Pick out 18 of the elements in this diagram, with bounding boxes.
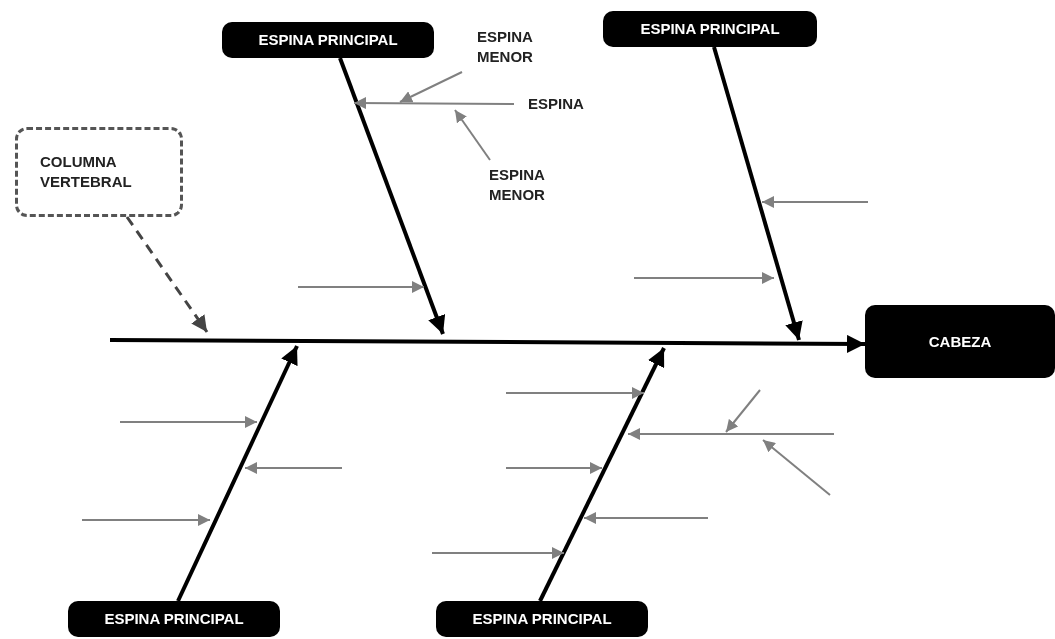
head-box: CABEZA xyxy=(865,305,1055,378)
arrow xyxy=(712,46,803,341)
main-bone-label: ESPINA PRINCIPAL xyxy=(222,22,434,58)
bone-label: ESPINA xyxy=(514,93,598,115)
arrow xyxy=(399,71,463,103)
minor-bone-label: ESPINA MENOR xyxy=(462,22,548,72)
dashed-arrow xyxy=(125,216,209,333)
arrow xyxy=(454,109,491,161)
arrow xyxy=(353,97,515,110)
main-bone-label: ESPINA PRINCIPAL xyxy=(68,601,280,637)
arrow xyxy=(538,347,666,602)
arrow xyxy=(176,345,299,602)
arrow xyxy=(110,334,865,353)
arrow xyxy=(338,57,446,335)
spine-label-box: COLUMNA VERTEBRAL xyxy=(15,127,183,217)
minor-bone-label: ESPINA MENOR xyxy=(472,160,562,210)
main-bone-label: ESPINA PRINCIPAL xyxy=(603,11,817,47)
main-bone-label: ESPINA PRINCIPAL xyxy=(436,601,648,637)
